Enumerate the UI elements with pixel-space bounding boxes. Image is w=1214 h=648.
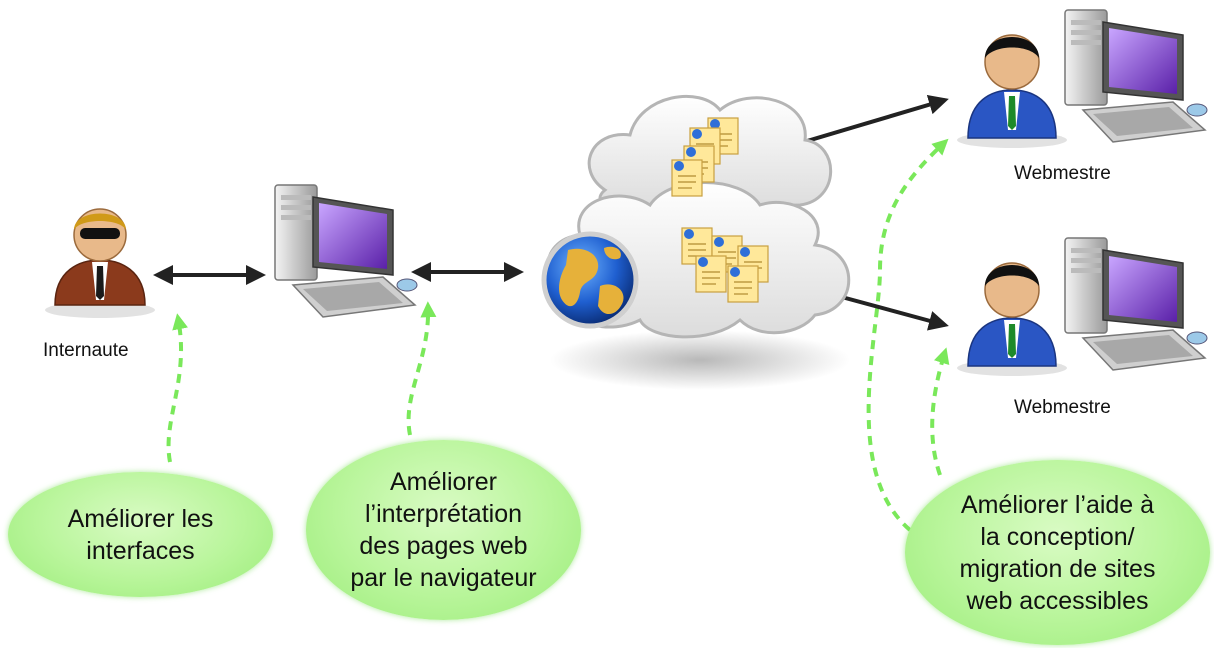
bubble-line: web accessibles — [966, 586, 1149, 615]
label-webmestre-top: Webmestre — [1014, 163, 1111, 184]
bubble-ameliorer-conception: Améliorer l’aide à la conception/ migrat… — [905, 460, 1210, 645]
bubble-line: l’interprétation — [364, 500, 522, 528]
dashed-arrow-webmestre-bottom — [930, 347, 950, 476]
internaute-person-icon — [45, 208, 155, 318]
bubble-ameliorer-interfaces: Améliorer les interfaces — [8, 472, 273, 597]
bubble-line: Améliorer l’aide à — [960, 490, 1155, 519]
computer-icon — [1064, 237, 1208, 371]
dashed-arrow-webmestre-top — [866, 138, 949, 532]
dashed-arrow-navigateur — [406, 301, 437, 436]
dashed-arrow-interfaces — [166, 313, 188, 463]
label-webmestre-bottom: Webmestre — [1014, 397, 1111, 418]
computer-icon — [1064, 9, 1208, 143]
bubble-line: la conception/ — [980, 522, 1135, 551]
label-internaute: Internaute — [43, 340, 129, 361]
webmestre-person-icon — [957, 34, 1067, 148]
bubble-line: interfaces — [86, 536, 195, 565]
bubble-line: migration de sites — [959, 554, 1156, 583]
computer-icon — [274, 184, 418, 318]
bubble-line: Améliorer les — [67, 504, 214, 533]
webmestre-person-icon — [957, 262, 1067, 376]
bubble-line: Améliorer — [390, 468, 497, 496]
globe-icon — [541, 231, 639, 329]
bubble-ameliorer-navigateur: Améliorer l’interprétation des pages web… — [306, 440, 581, 620]
bubble-line: des pages web — [359, 532, 528, 560]
bubble-line: par le navigateur — [350, 564, 537, 592]
